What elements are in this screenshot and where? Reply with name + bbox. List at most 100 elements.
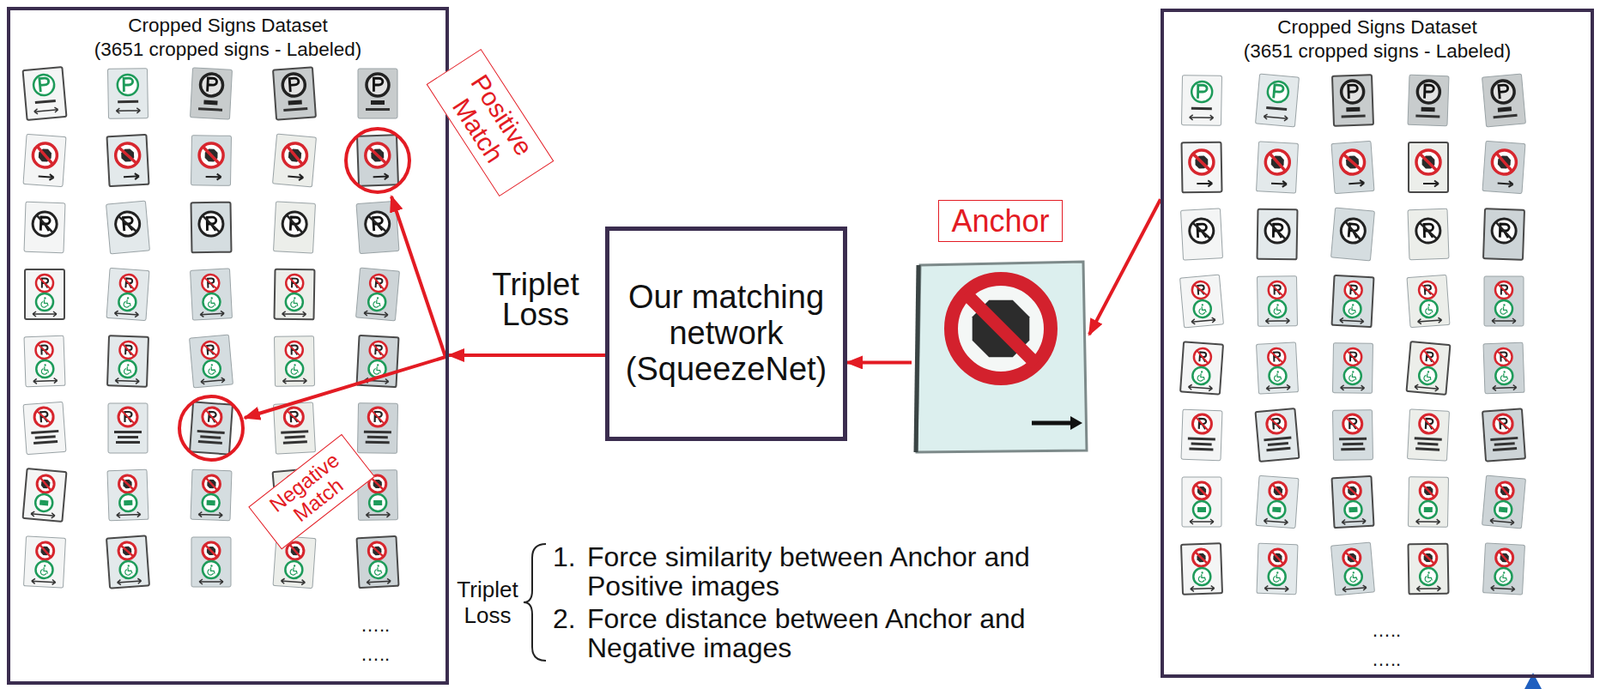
drawing-part xyxy=(369,560,388,579)
drawing-part xyxy=(1263,436,1291,443)
sign-thumbnail xyxy=(190,67,233,120)
drawing-part xyxy=(1266,413,1287,435)
drawing-part xyxy=(1428,574,1433,581)
drawing-part xyxy=(1256,276,1297,328)
drawing-part xyxy=(1192,366,1211,385)
drawing-part xyxy=(118,146,137,165)
drawing-part xyxy=(202,146,220,164)
sign-thumbnail xyxy=(1255,408,1300,462)
drawing-part xyxy=(106,535,150,588)
drawing-part xyxy=(1200,373,1206,380)
drawing-part xyxy=(1191,107,1213,110)
drawing-part xyxy=(1266,106,1287,111)
drawing-part xyxy=(44,366,49,373)
drawing-part xyxy=(107,335,149,388)
drawing-part xyxy=(1339,437,1367,442)
drawing-part xyxy=(1340,448,1365,451)
drawing-part xyxy=(1500,375,1507,382)
drawing-part xyxy=(1419,482,1437,500)
drawing-part xyxy=(1425,308,1432,315)
drawing-part xyxy=(1418,280,1437,299)
drawing-part xyxy=(1414,436,1443,442)
sign-thumbnail xyxy=(107,335,149,388)
drawing-part xyxy=(1193,347,1212,366)
drawing-part xyxy=(1189,519,1214,525)
drawing-part xyxy=(1351,306,1357,313)
drawing-part xyxy=(200,435,221,440)
drawing-part xyxy=(1407,409,1450,461)
sign-thumbnail xyxy=(1407,477,1449,528)
drawing-part xyxy=(1498,484,1512,497)
drawing-part xyxy=(1346,284,1360,297)
drawing-part xyxy=(373,301,380,308)
drawing-part xyxy=(1422,417,1437,431)
negative-match-tag: Negative Match xyxy=(248,434,375,550)
drawing-part xyxy=(118,407,138,427)
drawing-part xyxy=(208,368,215,375)
drawing-part xyxy=(1181,75,1222,127)
drawing-part xyxy=(366,578,391,585)
drawing-part xyxy=(1193,482,1211,500)
drawing-part xyxy=(1503,370,1505,373)
drawing-part xyxy=(123,173,140,181)
drawing-part xyxy=(370,410,385,425)
drawing-part xyxy=(1419,222,1437,240)
sign-thumbnail xyxy=(357,536,400,588)
sign-thumbnail xyxy=(106,535,150,588)
drawing-part xyxy=(198,440,223,445)
drawing-part xyxy=(24,536,67,588)
drawing-part xyxy=(1265,318,1290,324)
drawing-part xyxy=(370,545,384,558)
sign-thumbnail xyxy=(1407,74,1449,127)
sign-thumbnail xyxy=(191,537,231,588)
drawing-part xyxy=(1407,544,1449,595)
drawing-part xyxy=(1332,74,1374,127)
drawing-part xyxy=(377,567,382,574)
drawing-part xyxy=(285,293,304,311)
drawing-part xyxy=(1188,218,1214,243)
drawing-part xyxy=(1180,341,1224,394)
sign-thumbnail xyxy=(1482,140,1526,194)
drawing-part xyxy=(199,143,224,168)
drawing-part xyxy=(114,310,139,318)
drawing-part xyxy=(35,341,54,360)
drawing-part xyxy=(1348,507,1358,514)
drawing-part xyxy=(211,299,216,306)
drawing-part xyxy=(1190,585,1215,592)
sign-thumbnail xyxy=(190,202,231,254)
drawing-part xyxy=(1255,408,1300,462)
drawing-part xyxy=(38,277,51,290)
drawing-part xyxy=(1419,299,1438,318)
drawing-part xyxy=(1332,410,1373,461)
sign-thumbnail xyxy=(1180,341,1224,394)
drawing-part xyxy=(33,406,54,427)
sign-thumbnail xyxy=(1256,543,1298,595)
drawing-part xyxy=(284,560,304,579)
drawing-part xyxy=(125,569,132,576)
sign-thumbnail xyxy=(1331,542,1376,596)
drawing-part xyxy=(1256,141,1299,194)
drawing-part xyxy=(1407,477,1449,528)
legend-title: Triplet Loss xyxy=(453,576,522,629)
sign-thumbnail xyxy=(24,536,67,588)
drawing-part xyxy=(1503,574,1508,581)
drawing-part xyxy=(1193,299,1213,319)
drawing-part xyxy=(1192,222,1211,241)
drawing-part xyxy=(1343,153,1362,172)
drawing-part xyxy=(24,335,66,388)
drawing-part xyxy=(1191,81,1213,103)
drawing-part xyxy=(356,200,400,254)
drawing-part xyxy=(41,302,48,309)
drawing-part xyxy=(1201,303,1205,307)
sign-thumbnail xyxy=(1332,410,1373,461)
drawing-part xyxy=(1277,306,1282,313)
sign-thumbnail xyxy=(356,267,400,322)
drawing-part xyxy=(1264,585,1289,592)
sign-thumbnail xyxy=(1483,208,1525,261)
drawing-part xyxy=(1416,586,1441,592)
drawing-part xyxy=(1194,417,1209,431)
drawing-part xyxy=(1423,350,1437,364)
sign-thumbnail xyxy=(1332,74,1374,127)
drawing-part xyxy=(123,500,133,506)
ellipsis-mark: ….. xyxy=(1371,619,1401,643)
